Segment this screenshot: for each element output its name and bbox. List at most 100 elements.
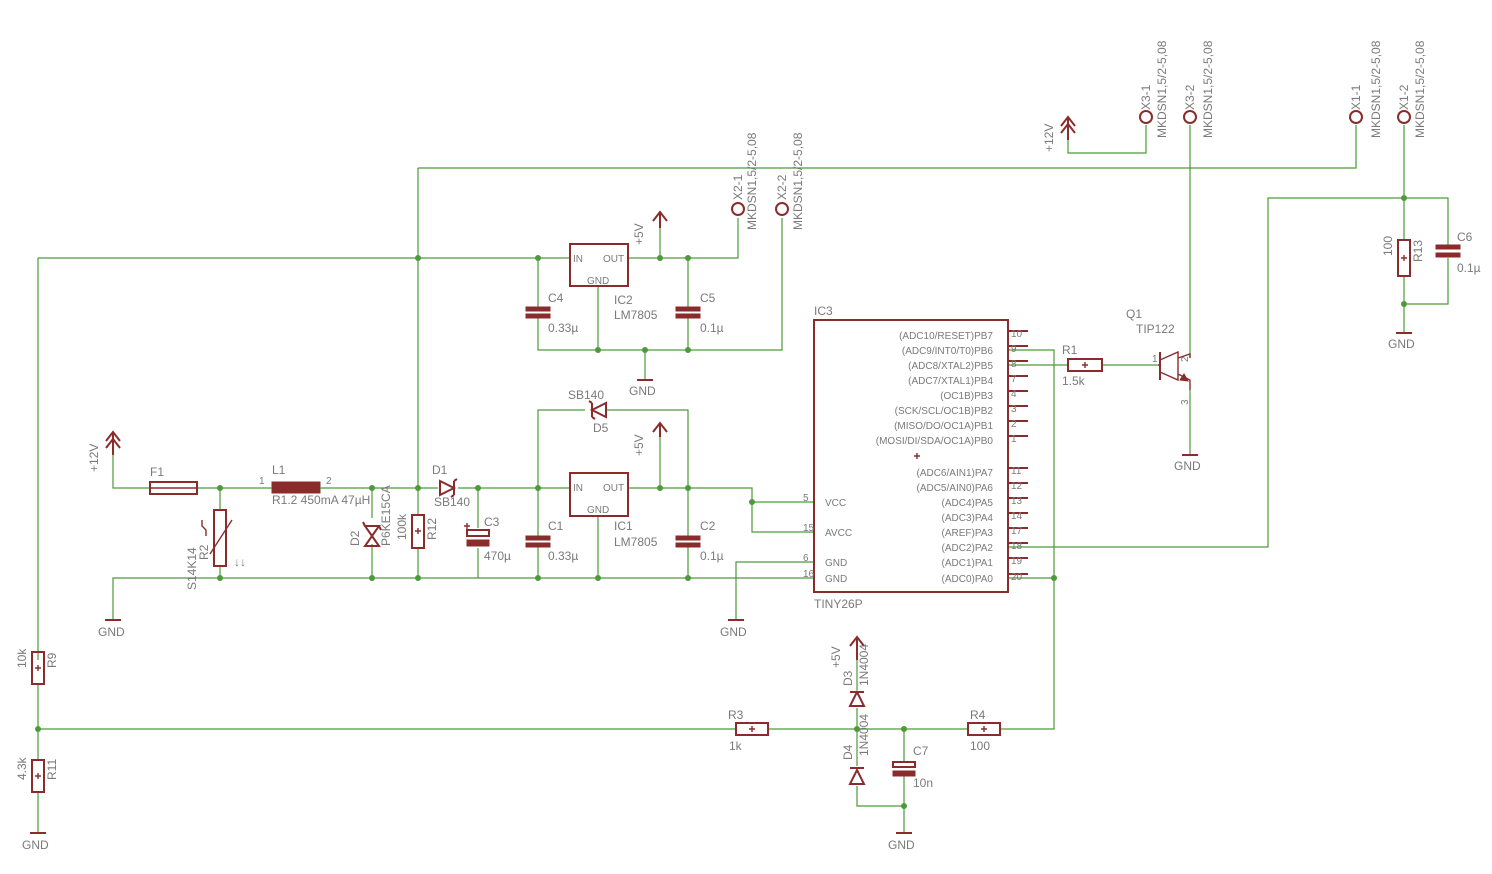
resistor-r1[interactable]: R1 1.5k xyxy=(1062,343,1103,388)
capacitor-c3[interactable]: C3 470µ xyxy=(464,515,511,563)
gnd-left: GND xyxy=(98,619,125,639)
resistor-r9[interactable]: R9 10k xyxy=(15,648,59,685)
gnd-r11: GND xyxy=(22,832,49,852)
capacitor-plate xyxy=(466,539,490,547)
connector-name: X3-1 xyxy=(1139,84,1153,110)
capacitor-c2[interactable]: C2 0.1µ xyxy=(675,519,724,563)
supply-arrow-icon xyxy=(652,421,668,437)
gnd-q1: GND xyxy=(1174,454,1201,473)
connector-x1-1[interactable]: X1-1 MKDSN1,5/2-5,08 xyxy=(1349,40,1383,138)
capacitor-plate xyxy=(675,542,701,548)
junction-dot xyxy=(657,255,663,261)
diode-name: D1 xyxy=(432,463,448,477)
capacitor-c6[interactable]: C6 0.1µ xyxy=(1435,230,1481,275)
capacitor-value: 470µ xyxy=(484,549,511,563)
connector-value: MKDSN1,5/2-5,08 xyxy=(1201,40,1215,138)
varistor-name: R2 xyxy=(197,544,211,560)
mcu-pin-number: 16 xyxy=(803,569,815,580)
capacitor-name: C4 xyxy=(548,291,564,305)
connector-x3-1[interactable]: X3-1 MKDSN1,5/2-5,08 xyxy=(1139,40,1169,138)
capacitor-name: C6 xyxy=(1457,230,1473,244)
junction-dot xyxy=(415,255,421,261)
capacitor-plate xyxy=(675,313,701,319)
diode-icon xyxy=(848,767,866,785)
resistor-r4[interactable]: R4 100 xyxy=(967,708,1001,753)
junction-dot xyxy=(475,485,481,491)
mcu-pin-label: (ADC9/INT0/T0)PB6 xyxy=(902,346,994,357)
mcu-pin-number: 11 xyxy=(1011,466,1022,477)
mcu-pin-label: (ADC3)PA4 xyxy=(942,513,994,524)
mcu-pin-number: 8 xyxy=(1011,359,1017,370)
resistor-r12[interactable]: R12 100k xyxy=(395,513,439,549)
supply-label: +5V xyxy=(632,434,646,456)
diode-d5[interactable]: D5 SB140 xyxy=(568,388,609,435)
inductor-name: L1 xyxy=(272,463,286,477)
terminal-icon xyxy=(1397,110,1411,124)
capacitor-plate xyxy=(525,306,551,312)
diode-d1[interactable]: D1 SB140 xyxy=(432,463,470,509)
diode-value: 1N4004 xyxy=(857,714,871,756)
capacitor-plate xyxy=(466,529,490,537)
connector-x2-1[interactable]: X2-1 MKDSN1,5/2-5,08 xyxy=(731,132,759,230)
resistor-r3[interactable]: R3 1k xyxy=(728,708,769,753)
pin-gnd-label: GND xyxy=(587,505,609,516)
diode-value: P6KE15CA xyxy=(379,485,393,546)
diode-d4[interactable]: D4 1N4004 xyxy=(841,714,871,785)
connector-x2-2[interactable]: X2-2 MKDSN1,5/2-5,08 xyxy=(775,132,805,230)
regulator-ic1[interactable]: IN OUT GND IC1 LM7805 xyxy=(569,472,658,549)
connector-x1-2[interactable]: X1-2 MKDSN1,5/2-5,08 xyxy=(1397,40,1427,138)
diode-name: D5 xyxy=(593,421,609,435)
resistor-value: 10k xyxy=(15,648,29,668)
resistor-body xyxy=(1397,239,1411,277)
supply-label: +5V xyxy=(632,223,646,245)
supply-arrow-icon xyxy=(1060,115,1076,140)
resistor-value: 100 xyxy=(970,739,990,753)
gnd-label: GND xyxy=(1174,459,1201,473)
mcu-name: IC3 xyxy=(814,304,833,318)
supply-label: +12V xyxy=(87,444,101,472)
capacitor-name: C3 xyxy=(484,515,500,529)
resistor-r13[interactable]: R13 100 xyxy=(1381,236,1425,277)
capacitor-value: 0.33µ xyxy=(548,549,578,563)
capacitor-value: 10n xyxy=(913,776,933,790)
diode-d2[interactable]: D2 P6KE15CA xyxy=(348,485,393,547)
regulator-ic2[interactable]: IN OUT GND IC2 LM7805 xyxy=(569,243,658,322)
connector-x3-2[interactable]: X3-2 MKDSN1,5/2-5,08 xyxy=(1183,40,1215,138)
diode-name: D3 xyxy=(841,670,855,686)
regulator-value: LM7805 xyxy=(614,535,658,549)
gnd-r13: GND xyxy=(1388,332,1415,351)
diode-d3[interactable]: D3 1N4004 xyxy=(841,644,871,707)
mcu-pin-label: (ADC7/XTAL1)PB4 xyxy=(908,376,993,387)
resistor-r11[interactable]: R11 4.3k xyxy=(15,756,59,793)
junction-dot xyxy=(901,726,907,732)
diode-value: SB140 xyxy=(568,388,604,402)
mcu-pin-label: (ADC4)PA5 xyxy=(942,498,994,509)
junction-dot xyxy=(642,347,648,353)
varistor-body xyxy=(213,509,227,567)
resistor-name: R12 xyxy=(425,518,439,540)
inductor-l1[interactable]: 1 2 L1 R1.2 450mA 47µH xyxy=(259,463,370,507)
resistor-name: R4 xyxy=(970,708,986,722)
varistor-r2[interactable]: R2 S14K14 ↓↓ xyxy=(185,509,246,590)
mcu-pin-number: 13 xyxy=(1011,496,1023,507)
junction-dot xyxy=(415,575,421,581)
capacitor-c1[interactable]: C1 0.33µ xyxy=(525,519,578,563)
diode-icon xyxy=(848,689,866,707)
junction-dot xyxy=(35,726,41,732)
resistor-body xyxy=(31,759,45,793)
wires xyxy=(37,125,1449,833)
mcu-pin-label: (AREF)PA3 xyxy=(942,528,994,539)
transistor-q1[interactable]: 1 2 3 Q1 TIP122 xyxy=(1126,307,1191,405)
junction-dot xyxy=(685,575,691,581)
capacitor-c7[interactable]: C7 10n xyxy=(892,744,933,790)
terminal-icon xyxy=(731,202,745,216)
mcu-pin-label: (ADC0)PA0 xyxy=(942,574,994,585)
junction-dot xyxy=(595,347,601,353)
capacitor-c4[interactable]: C4 0.33µ xyxy=(525,291,578,335)
capacitor-c5[interactable]: C5 0.1µ xyxy=(675,291,724,335)
fuse-f1[interactable]: F1 xyxy=(149,465,198,495)
connector-name: X1-2 xyxy=(1397,84,1411,110)
capacitor-plate xyxy=(525,313,551,319)
